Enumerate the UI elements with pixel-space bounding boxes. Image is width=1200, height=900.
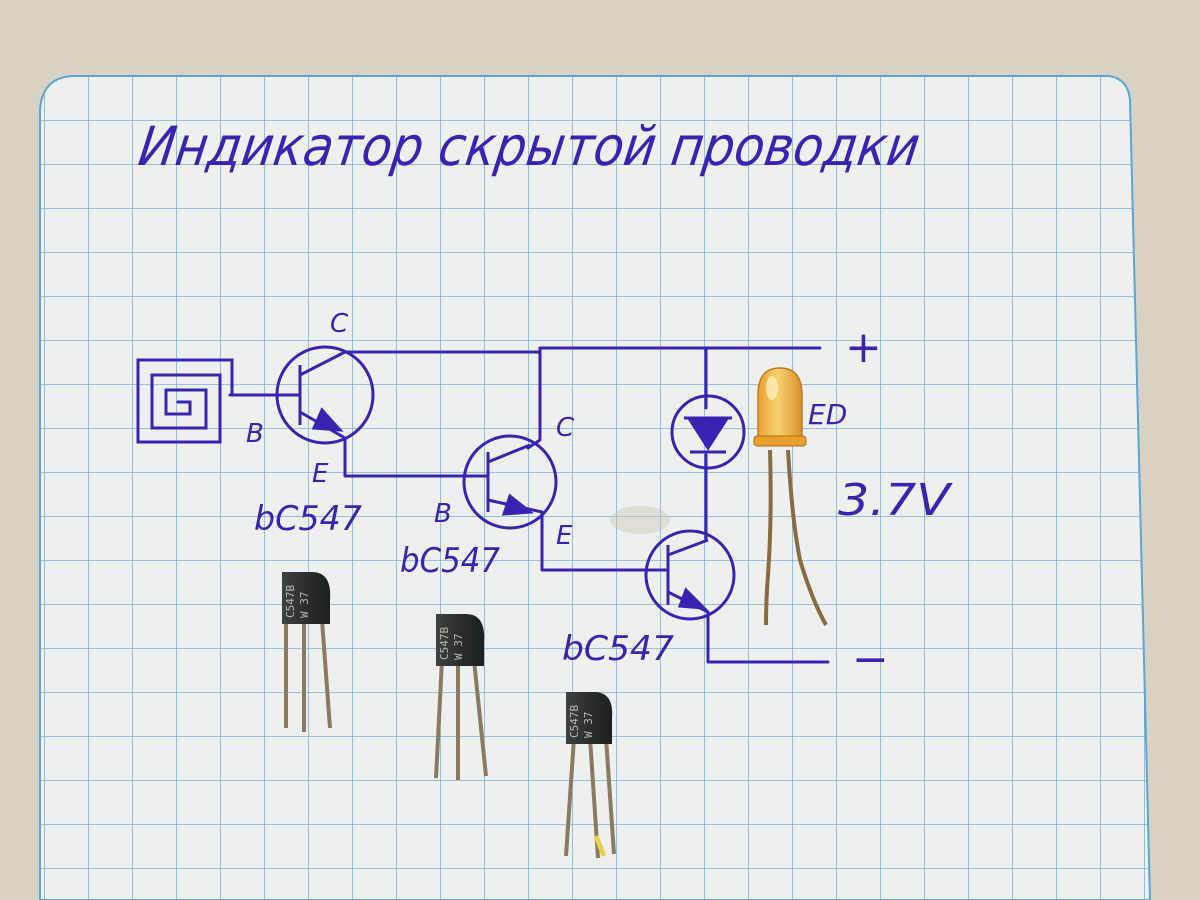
transistor-component-1: C547B W 37 [282,572,332,732]
q1-emitter-label: E [312,459,329,489]
q3-part-label: bC547 [562,629,674,669]
circuit-wires [230,346,830,664]
transistor-component-3: C547B W 37 [564,692,616,859]
sensor-spiral [136,358,234,444]
q2-collector-label: C [556,413,575,443]
q2-emitter-label: E [556,521,573,551]
led-component [753,367,828,626]
transistor-2-marking-line2: W 37 [452,634,465,661]
q1-collector-label: C [330,309,349,339]
transistor-3-marking-line1: C547B [568,705,581,738]
transistor-3-marking-line2: W 37 [582,712,595,739]
transistor-q1-symbol [275,345,375,445]
transistor-component-2: C547B W 37 [434,614,488,780]
transistor-q3-symbol [644,529,736,621]
q2-part-label: bC547 [400,541,500,581]
q1-part-label: bC547 [254,499,362,539]
q1-base-label: B [246,419,264,449]
transistor-1-marking-line2: W 37 [298,592,311,619]
transistor-q2-symbol [462,434,558,530]
voltage-label: 3.7V [838,475,953,526]
supply-minus-label: − [852,634,889,685]
supply-plus-label: + [845,322,882,373]
q2-base-label: B [434,499,452,529]
transistor-2-marking-line1: C547B [438,627,451,660]
diagram-title: Индикатор скрытой проводки [135,115,924,178]
led-label: ED [808,398,847,431]
led-symbol [670,394,746,470]
transistor-1-marking-line1: C547B [284,585,297,618]
